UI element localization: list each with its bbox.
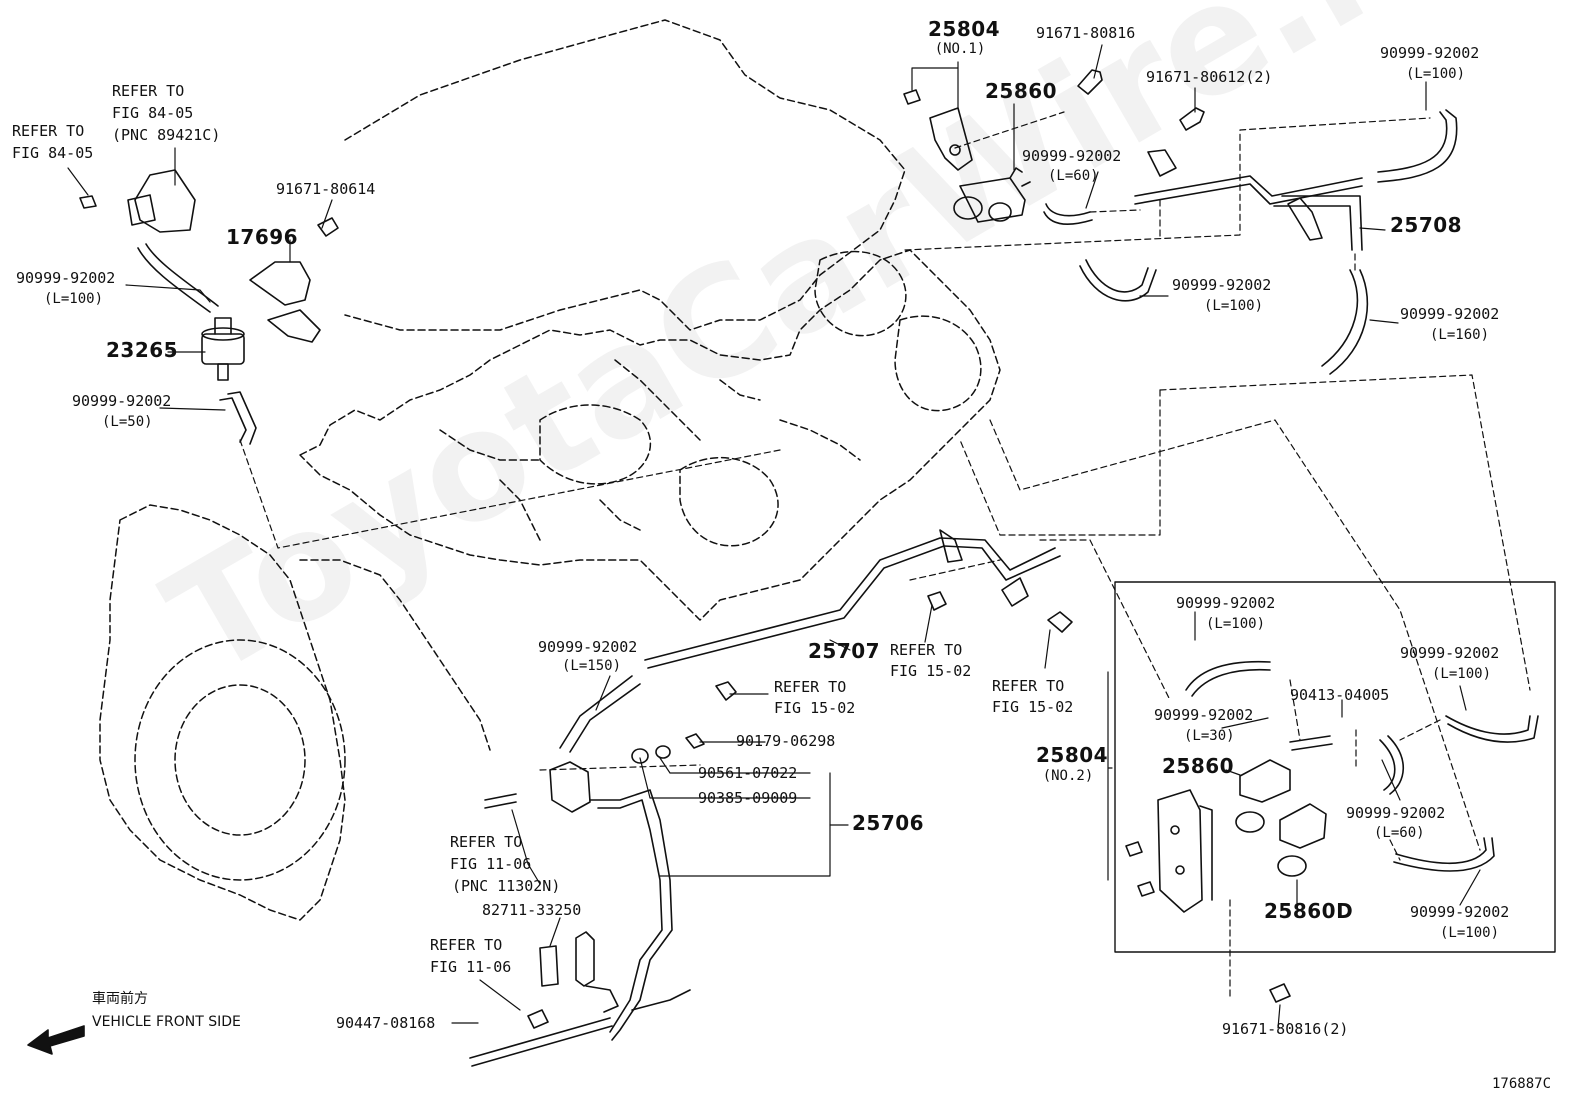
- arrow-left-icon: [27, 1025, 85, 1055]
- ref-11-06-b-line1: REFER TO: [430, 936, 503, 954]
- ref-84-05-a-line1: REFER TO: [12, 122, 85, 140]
- part-23265: 23265: [106, 338, 179, 362]
- bracket-25706: [539, 761, 691, 1041]
- routing-lines: [239, 111, 1531, 1001]
- part-25804-no2-note: (NO.2): [1042, 768, 1094, 784]
- figure-id: 176887C: [1492, 1076, 1552, 1092]
- part-91671-80614: 91671-80614: [276, 180, 376, 198]
- part-90999-l100-mid: 90999-92002: [1172, 276, 1272, 294]
- nuts-25706: [631, 733, 705, 764]
- part-90999-l150-note: (L=150): [562, 658, 622, 674]
- box-90999-l60-note: (L=60): [1374, 825, 1425, 841]
- bolt-90447: [469, 1017, 613, 1067]
- box-90999-l100-a: 90999-92002: [1176, 594, 1276, 612]
- hoses-box: [1185, 660, 1539, 872]
- part-25860-top: 25860: [985, 79, 1058, 103]
- part-90999-l100-left-note: (L=100): [44, 291, 104, 307]
- box-90999-l100-c-note: (L=100): [1440, 925, 1500, 941]
- bolt-11-06: [527, 1009, 549, 1029]
- part-90999-l160-note: (L=160): [1430, 327, 1490, 343]
- front-label-en: VEHICLE FRONT SIDE: [92, 1014, 241, 1030]
- bolt-15-02-c: [1047, 611, 1073, 633]
- bolt-91671-80612: [1179, 107, 1205, 131]
- valve-25860-top: [929, 107, 1031, 223]
- part-90179: 90179-06298: [736, 732, 836, 750]
- engine-outline: [99, 19, 1001, 921]
- box-90999-l30: 90999-92002: [1154, 706, 1254, 724]
- part-90999-l100-left: 90999-92002: [16, 269, 116, 287]
- filter-23265: [201, 317, 245, 381]
- part-25706: 25706: [852, 811, 925, 835]
- hose-left-l100: [137, 243, 219, 313]
- part-25804-no1: 25804: [928, 17, 1001, 41]
- stud-11302n: [484, 793, 517, 809]
- front-label-jp: 車両前方: [92, 991, 148, 1007]
- pipe-25708: [1134, 149, 1363, 251]
- ref-15-02-b-line2: FIG 15-02: [890, 662, 972, 680]
- hose-l150: [559, 675, 641, 753]
- part-90999-l160: 90999-92002: [1400, 305, 1500, 323]
- box-25860: 25860: [1162, 754, 1235, 778]
- part-25707: 25707: [808, 639, 881, 663]
- part-25804-no1-note: (NO.1): [934, 41, 986, 57]
- part-90561: 90561-07022: [698, 764, 798, 782]
- valves-box: [1235, 759, 1327, 877]
- box-90999-l30-note: (L=30): [1184, 728, 1235, 744]
- box-90999-l100-b-note: (L=100): [1432, 666, 1492, 682]
- part-90999-l50-note: (L=50): [102, 414, 153, 430]
- part-17696: 17696: [226, 225, 299, 249]
- box-90999-l100-c: 90999-92002: [1410, 903, 1510, 921]
- part-25708: 25708: [1390, 213, 1463, 237]
- ref-84-05-b-line3: (PNC 89421C): [112, 126, 221, 144]
- box-90999-l100-b: 90999-92002: [1400, 644, 1500, 662]
- bolt-top: [903, 69, 1103, 105]
- hose-l160: [1321, 269, 1369, 375]
- nut-15-02-b: [927, 591, 947, 611]
- ref-15-02-a-line1: REFER TO: [774, 678, 847, 696]
- ref-11-06-b-line2: FIG 11-06: [430, 958, 512, 976]
- ref-15-02-b-line1: REFER TO: [890, 641, 963, 659]
- ref-11-06-a-line2: FIG 11-06: [450, 855, 532, 873]
- part-25804-no2: 25804: [1036, 743, 1109, 767]
- bracket-17696: [249, 217, 339, 343]
- ref-84-05-a-line2: FIG 84-05: [12, 144, 94, 162]
- part-82711: 82711-33250: [482, 901, 582, 919]
- ref-84-05-b-line1: REFER TO: [112, 82, 185, 100]
- sensor-89421c: [79, 169, 196, 233]
- box-90999-l100-a-note: (L=100): [1206, 616, 1266, 632]
- nut-15-02-a: [715, 681, 737, 701]
- bracket-25804-no2: [1157, 789, 1213, 913]
- pipe-25707: [644, 529, 1061, 669]
- ref-15-02-c-line1: REFER TO: [992, 677, 1065, 695]
- part-91671-80816-2: 91671-80816(2): [1222, 1020, 1349, 1038]
- part-91671-80612: 91671-80612(2): [1146, 68, 1273, 86]
- bolts-box: [1125, 841, 1291, 1003]
- part-90999-l100-mid-note: (L=100): [1204, 298, 1264, 314]
- hose-top-short: [1043, 203, 1093, 225]
- hose-left-l50: [219, 391, 257, 445]
- hose-mid-curve: [1079, 259, 1157, 302]
- part-90999-l60-top: 90999-92002: [1022, 147, 1122, 165]
- ref-15-02-c-line2: FIG 15-02: [992, 698, 1074, 716]
- part-90999-l60-top-note: (L=60): [1048, 168, 1099, 184]
- part-90447: 90447-08168: [336, 1014, 436, 1032]
- ref-15-02-a-line2: FIG 15-02: [774, 699, 856, 717]
- part-90999-top-right: 90999-92002: [1380, 44, 1480, 62]
- part-90999-top-right-note: (L=100): [1406, 66, 1466, 82]
- part-90385: 90385-09009: [698, 789, 798, 807]
- hose-top-right: [1377, 109, 1458, 183]
- part-90999-l50: 90999-92002: [72, 392, 172, 410]
- ref-84-05-b-line2: FIG 84-05: [112, 104, 194, 122]
- part-90999-l150: 90999-92002: [538, 638, 638, 656]
- ref-11-06-a-line3: (PNC 11302N): [452, 877, 561, 895]
- box-25860d: 25860D: [1264, 899, 1354, 923]
- box-90999-l60: 90999-92002: [1346, 804, 1446, 822]
- part-91671-80816-top: 91671-80816: [1036, 24, 1136, 42]
- assembly-box: [1114, 581, 1556, 953]
- ref-11-06-a-line1: REFER TO: [450, 833, 523, 851]
- box-90413: 90413-04005: [1290, 686, 1390, 704]
